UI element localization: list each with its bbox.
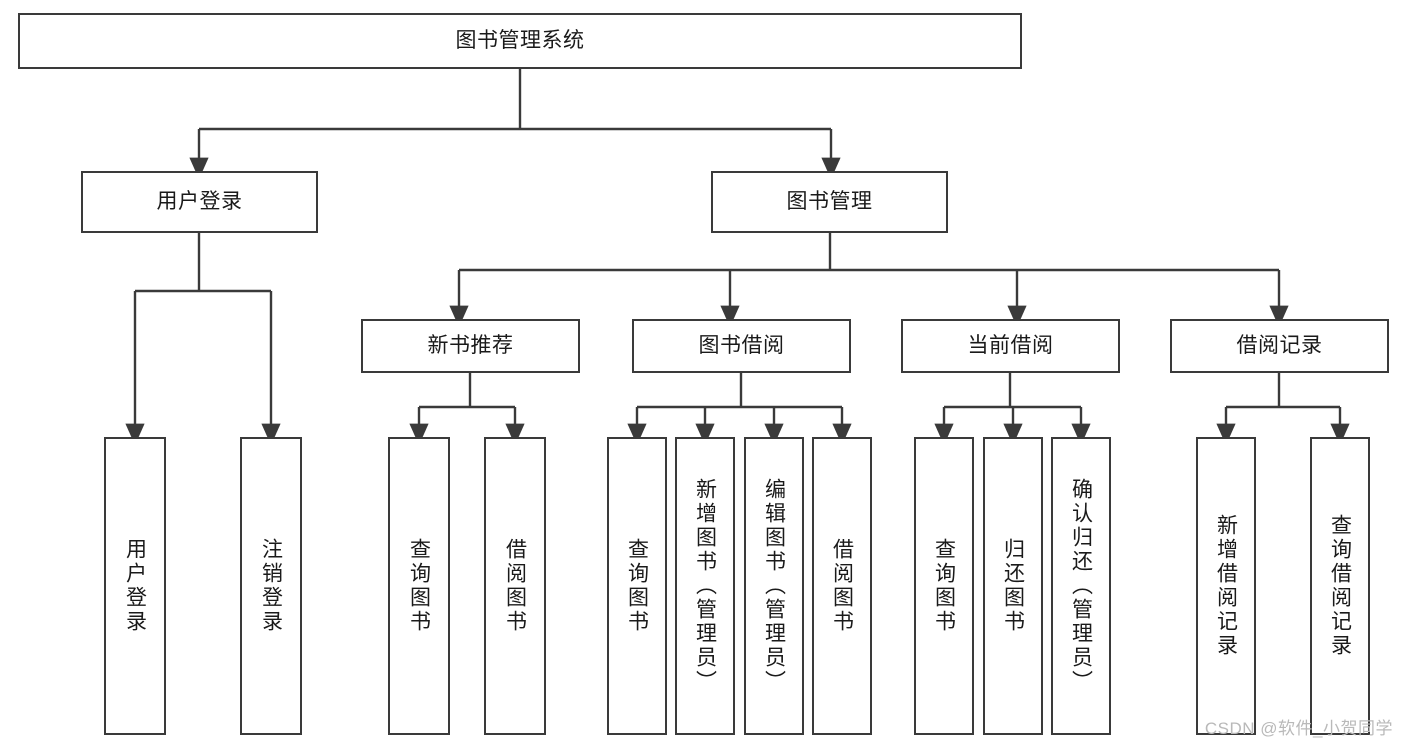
node-new-book-rec[interactable]: 新书推荐	[361, 319, 580, 373]
node-leaf-add-book[interactable]: 新增图书（管理员）	[675, 437, 735, 735]
node-book-borrow[interactable]: 图书借阅	[632, 319, 851, 373]
node-leaf-borrow-book-2-label: 借阅图书	[830, 538, 854, 634]
node-leaf-edit-book[interactable]: 编辑图书（管理员）	[744, 437, 804, 735]
node-leaf-query-book-3-label: 查询图书	[932, 538, 956, 634]
node-current-borrow-label: 当前借阅	[967, 333, 1054, 357]
node-leaf-query-record[interactable]: 查询借阅记录	[1310, 437, 1370, 735]
node-leaf-confirm-return-label: 确认归还（管理员）	[1069, 478, 1093, 694]
watermark: CSDN @软件_小贺同学	[1204, 719, 1393, 738]
node-leaf-borrow-book-2[interactable]: 借阅图书	[812, 437, 872, 735]
node-borrow-record-label: 借阅记录	[1236, 333, 1323, 357]
node-leaf-logout-label: 注销登录	[259, 538, 283, 634]
node-leaf-logout[interactable]: 注销登录	[240, 437, 302, 735]
node-leaf-query-book-2[interactable]: 查询图书	[607, 437, 667, 735]
node-leaf-query-book-3[interactable]: 查询图书	[914, 437, 974, 735]
node-new-book-rec-label: 新书推荐	[427, 333, 514, 357]
node-leaf-user-login-label: 用户登录	[123, 538, 147, 634]
node-leaf-query-book-1-label: 查询图书	[407, 538, 431, 634]
node-leaf-borrow-book-1[interactable]: 借阅图书	[484, 437, 546, 735]
node-leaf-edit-book-label: 编辑图书（管理员）	[762, 478, 786, 694]
node-leaf-query-book-2-label: 查询图书	[625, 538, 649, 634]
node-user-login[interactable]: 用户登录	[81, 171, 318, 233]
node-leaf-confirm-return[interactable]: 确认归还（管理员）	[1051, 437, 1111, 735]
node-leaf-add-record[interactable]: 新增借阅记录	[1196, 437, 1256, 735]
node-leaf-query-book-1[interactable]: 查询图书	[388, 437, 450, 735]
node-leaf-add-book-label: 新增图书（管理员）	[693, 478, 717, 694]
node-user-login-label: 用户登录	[156, 189, 243, 213]
node-leaf-add-record-label: 新增借阅记录	[1214, 514, 1238, 658]
node-leaf-return-book[interactable]: 归还图书	[983, 437, 1043, 735]
node-leaf-return-book-label: 归还图书	[1001, 538, 1025, 634]
node-leaf-user-login[interactable]: 用户登录	[104, 437, 166, 735]
node-root-label: 图书管理系统	[455, 28, 585, 52]
node-leaf-borrow-book-1-label: 借阅图书	[503, 538, 527, 634]
node-book-manage[interactable]: 图书管理	[711, 171, 948, 233]
node-root[interactable]: 图书管理系统	[18, 13, 1022, 69]
node-borrow-record[interactable]: 借阅记录	[1170, 319, 1389, 373]
node-current-borrow[interactable]: 当前借阅	[901, 319, 1120, 373]
node-book-manage-label: 图书管理	[786, 189, 873, 213]
node-book-borrow-label: 图书借阅	[698, 333, 785, 357]
node-leaf-query-record-label: 查询借阅记录	[1328, 514, 1352, 658]
